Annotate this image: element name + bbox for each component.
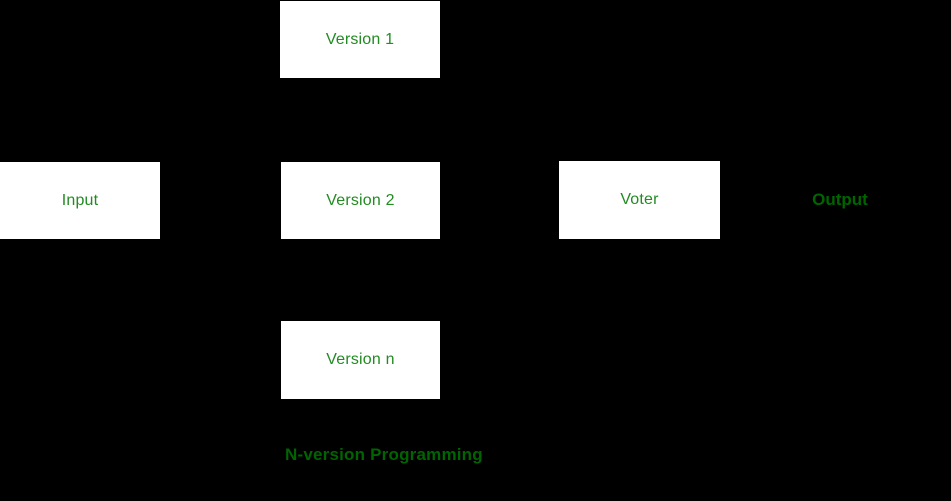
- node-version-n-label: Version n: [326, 351, 395, 368]
- output-label: Output: [812, 190, 868, 209]
- node-version-1: Version 1: [280, 1, 440, 78]
- node-version-1-label: Version 1: [325, 30, 395, 48]
- node-version-2: Version 2: [281, 162, 440, 239]
- node-input-label: Input: [61, 191, 99, 209]
- node-version-2-label: Version 2: [326, 191, 395, 209]
- node-input: Input: [0, 162, 160, 239]
- node-voter: Voter: [559, 161, 720, 239]
- node-voter-label: Voter: [620, 191, 659, 208]
- diagram-caption: N-version Programming: [285, 445, 483, 464]
- node-version-n: Version n: [281, 321, 440, 399]
